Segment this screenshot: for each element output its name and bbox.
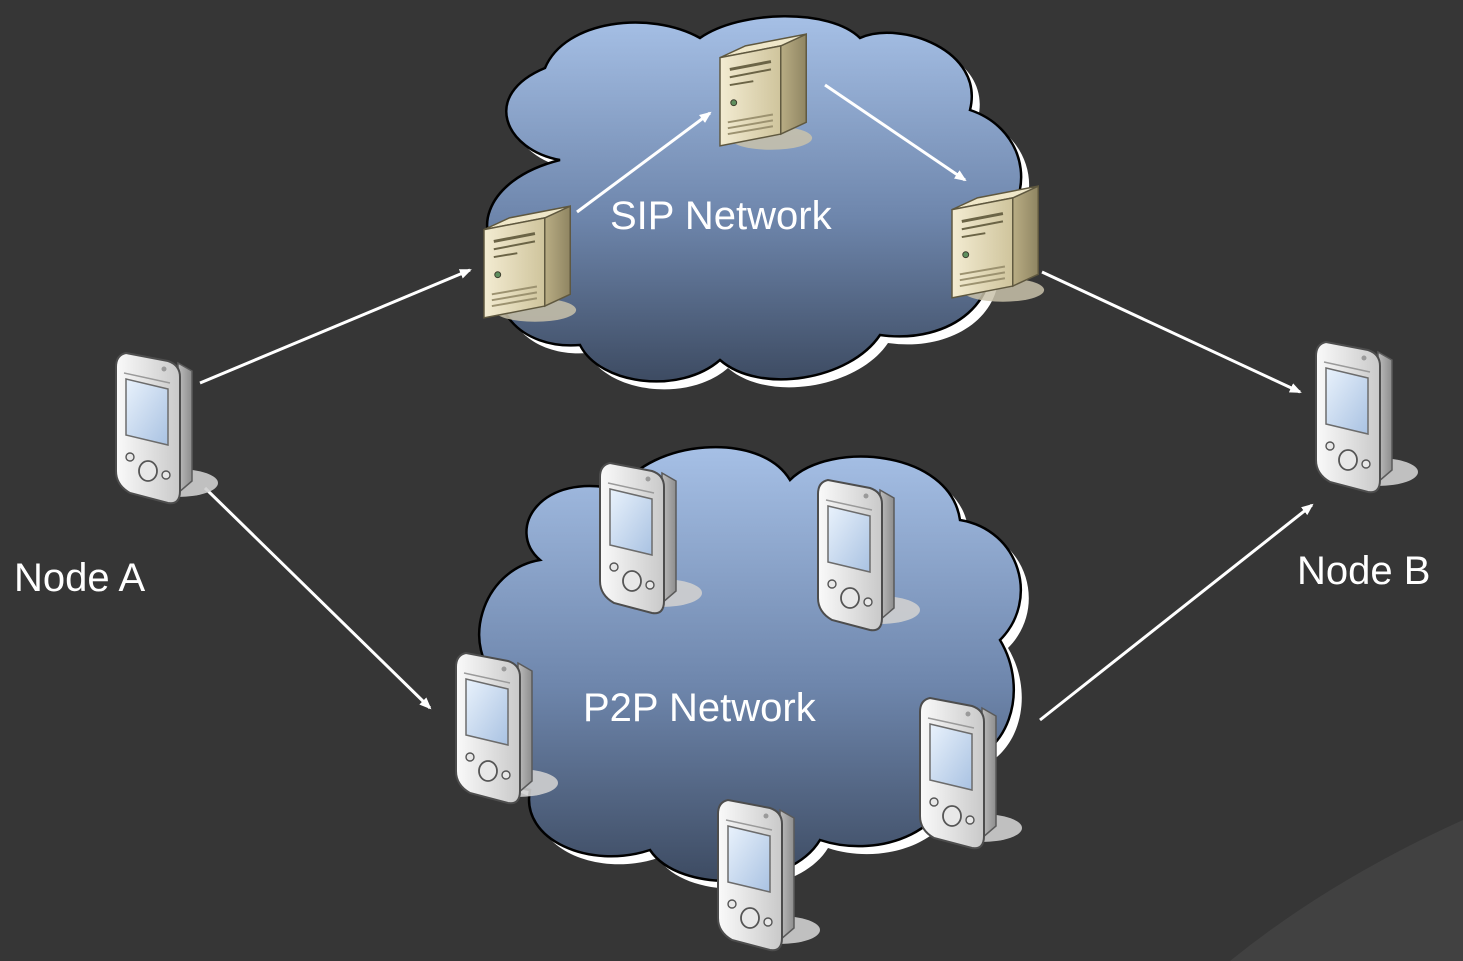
corner-decoration <box>1230 820 1463 961</box>
arrow-nodea-to-sip-server-left <box>199 268 472 385</box>
arrow-sip-left-to-top <box>576 111 712 214</box>
arrow-nodea-to-p2p <box>203 486 432 710</box>
arrow-p2p-to-nodeb <box>1039 503 1314 722</box>
server-icon <box>950 184 1046 304</box>
sip-network-cloud <box>485 15 1030 390</box>
node-b-label: Node B <box>1297 549 1431 593</box>
arrow-sip-right-to-nodeb <box>1041 270 1302 394</box>
server-icon <box>718 32 814 152</box>
p2p-network-label: P2P Network <box>583 686 816 730</box>
arrow-sip-top-to-right <box>824 83 967 182</box>
node-b-device-icon <box>1315 341 1419 494</box>
arrows <box>199 83 1314 722</box>
server-icon <box>482 204 578 324</box>
node-a-device-icon <box>115 352 219 505</box>
sip-network-label: SIP Network <box>610 194 832 238</box>
node-a-label: Node A <box>14 556 146 600</box>
